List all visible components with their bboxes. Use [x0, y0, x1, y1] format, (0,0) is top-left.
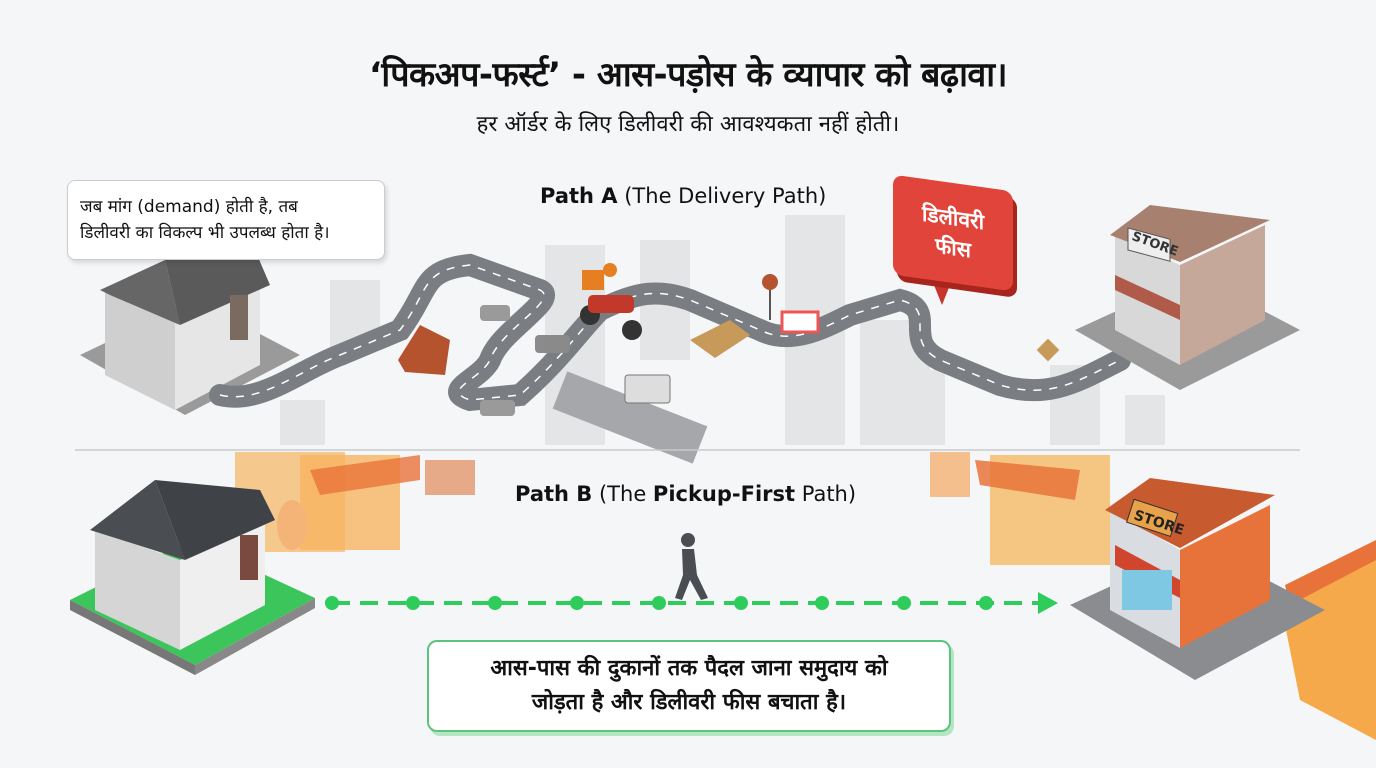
neighborhood-background	[235, 452, 1376, 740]
car-icon	[480, 305, 510, 321]
store-path-a: STORE	[1075, 205, 1300, 390]
barrier-icon	[780, 310, 820, 334]
path-a-description: (The Delivery Path)	[617, 184, 827, 208]
house-path-a	[80, 250, 300, 415]
page-title: ‘पिकअप-फर्स्ट’ - आस-पड़ोस के व्यापार को …	[369, 55, 1007, 95]
house-path-b	[70, 480, 315, 675]
path-b-desc-start: (The	[592, 482, 653, 506]
car-icon	[535, 335, 570, 353]
delivery-fee-bubble: डिलीवरी फीस	[893, 174, 1013, 292]
path-b-desc-bold: Pickup-First	[652, 482, 796, 506]
path-a-name: Path A	[540, 184, 618, 208]
path-b-desc-end: Path)	[795, 482, 857, 506]
path-b-label: Path B (The Pickup-First Path)	[515, 482, 856, 506]
road-sign-icon	[762, 274, 778, 290]
path-b-name: Path B	[515, 482, 593, 506]
delivery-option-callout: जब मांग (demand) होती है, तब डिलीवरी का …	[67, 180, 385, 260]
path-a-label: Path A (The Delivery Path)	[540, 184, 826, 208]
warning-sign-icon	[1036, 338, 1060, 362]
callout-line-1: जब मांग (demand) होती है, तब	[80, 197, 298, 217]
benefit-line-1: आस-पास की दुकानों तक पैदल जाना समुदाय को	[490, 656, 888, 681]
callout-line-2: डिलीवरी का विकल्प भी उपलब्ध होता है।	[80, 223, 330, 243]
car-icon	[480, 400, 515, 416]
truck-icon	[624, 374, 671, 404]
cross-road	[552, 371, 708, 464]
roadblock-box	[690, 320, 750, 358]
page-subtitle: हर ऑर्डर के लिए डिलीवरी की आवश्यकता नहीं…	[476, 112, 900, 137]
store-path-b: STORE	[1070, 478, 1325, 680]
road-lane-marking	[219, 264, 1121, 401]
pickup-benefit-box: आस-पास की दुकानों तक पैदल जाना समुदाय को…	[427, 640, 951, 732]
roadblock-rock	[398, 325, 450, 375]
arrow-right-icon	[1038, 592, 1058, 614]
walking-person-icon	[675, 533, 708, 600]
walking-path	[325, 592, 1058, 614]
benefit-line-2: जोड़ता है और डिलीवरी फीस बचाता है।	[531, 690, 847, 715]
delivery-scooter-icon	[580, 263, 642, 340]
